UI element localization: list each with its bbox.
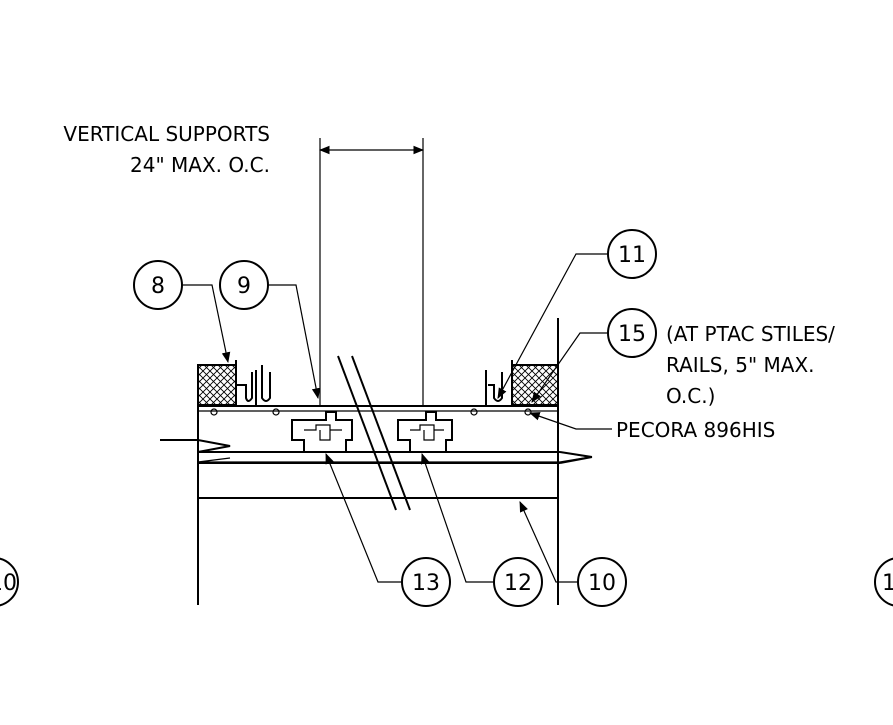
- callout-9: 9: [219, 260, 269, 310]
- callout-13: 13: [401, 557, 451, 607]
- callout-9-label: 9: [237, 274, 251, 299]
- note-sealant: PECORA 896HIS: [616, 418, 775, 442]
- callout-11: 11: [607, 229, 657, 279]
- callout-13-label: 13: [412, 571, 440, 596]
- callout-edge-left: 10: [0, 557, 19, 607]
- callout-edge-right-label: 1: [882, 571, 893, 596]
- callout-15-label: 15: [618, 322, 646, 347]
- note-ptac-line3: O.C.): [666, 384, 715, 408]
- callout-edge-left-label: 10: [0, 571, 17, 596]
- callout-10-label: 10: [588, 571, 616, 596]
- support-clip-left: [291, 411, 353, 453]
- callout-12-label: 12: [504, 571, 532, 596]
- support-clip-right: [397, 411, 453, 453]
- section-break-lines: [337, 355, 411, 511]
- callout-10: 10: [577, 557, 627, 607]
- note-ptac: (AT PTAC STILES/ RAILS, 5" MAX. O.C.): [666, 322, 835, 408]
- panel-skin: [198, 405, 558, 412]
- note-ptac-line1: (AT PTAC STILES/: [666, 322, 835, 346]
- callout-edge-right: 1: [874, 557, 893, 607]
- callout-8: 8: [133, 260, 183, 310]
- left-insulated-panel: [197, 360, 280, 416]
- leader-lines: [182, 253, 612, 583]
- note-vertical-supports-line2: 24" MAX. O.C.: [130, 153, 270, 177]
- note-vertical-supports-line1: VERTICAL SUPPORTS: [63, 122, 270, 146]
- callout-15: 15: [607, 308, 657, 358]
- callout-12: 12: [493, 557, 543, 607]
- callout-8-label: 8: [151, 274, 165, 299]
- dimension-vertical-supports: [318, 138, 425, 405]
- callout-11-label: 11: [618, 243, 646, 268]
- note-vertical-supports: VERTICAL SUPPORTS 24" MAX. O.C.: [63, 122, 270, 177]
- note-ptac-line2: RAILS, 5" MAX.: [666, 353, 815, 377]
